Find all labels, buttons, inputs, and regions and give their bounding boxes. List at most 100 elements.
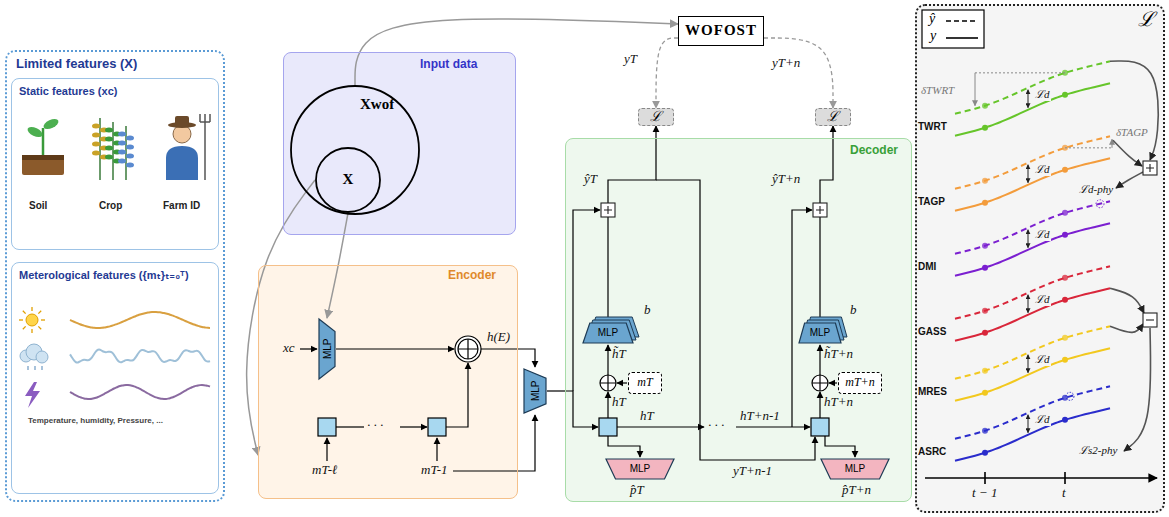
mlp-label: MLP: [529, 381, 541, 402]
target-dot: [1096, 200, 1104, 208]
panel-fill: [915, 4, 1165, 513]
pitchfork-icon: [200, 114, 210, 180]
signal-line: [481, 349, 535, 367]
sample-dot: [982, 330, 988, 336]
loss-curves: [922, 10, 1158, 484]
axis-label: t: [1062, 486, 1066, 501]
node-outline: [290, 85, 420, 215]
crop-icon: [105, 128, 113, 133]
crop-icon: [92, 151, 100, 156]
delta-guide: [975, 72, 1065, 73]
mlp-shape: [821, 459, 889, 479]
edge-label: yT: [624, 52, 637, 67]
offset-label: δTAGP: [1116, 126, 1148, 139]
true-series: [955, 348, 1110, 401]
static-features-box: Static features (xc)SoilCropFarm ID: [11, 78, 219, 250]
legend-sample: [946, 37, 978, 39]
sun-icon: [26, 314, 38, 326]
math-label: h̃T: [612, 347, 626, 362]
gru-cell: [811, 418, 829, 436]
mlp-block: MLP: [318, 318, 336, 380]
math-label: mT-ℓ: [312, 463, 337, 478]
distance-arrow: [1028, 165, 1029, 183]
sum-mark: [1146, 319, 1154, 320]
sample-dot: [982, 200, 988, 206]
soil-icon: [22, 155, 64, 160]
offset-label: δTWRT: [921, 84, 954, 97]
sample-dot: [1062, 395, 1068, 401]
mlp-block: MLP: [820, 458, 890, 480]
loss-term: ℒd: [1034, 293, 1051, 306]
crop-icon: [118, 132, 126, 137]
connector: [547, 390, 565, 391]
sample-dot: [982, 103, 988, 109]
plus-mark: [458, 339, 478, 359]
loss-term: ℒd-phy: [1078, 183, 1114, 196]
mlp-shape: [319, 319, 335, 379]
sum-mark: [816, 206, 824, 214]
cloud-icon: [36, 351, 48, 363]
panel-fill: [258, 265, 518, 499]
crop-icon: [118, 159, 126, 164]
physics-link: [1110, 288, 1144, 313]
signal-line: [617, 426, 704, 427]
signal-line: [336, 426, 364, 427]
lightning-icon: [25, 382, 40, 408]
target-dot: [1066, 392, 1074, 400]
variable-name: DMI: [918, 261, 936, 273]
sprout-icon: [42, 117, 60, 131]
distance-arrow: [1028, 295, 1029, 313]
set-circle: [291, 86, 419, 214]
signal-line: [736, 426, 810, 427]
plus-mark: [812, 375, 828, 391]
loss-symbol: ℒ: [827, 109, 839, 125]
math-label: hT: [612, 395, 626, 410]
sample-dot: [982, 125, 988, 131]
math-label: yT+n-1: [733, 464, 772, 479]
mlp-label: MLP: [321, 339, 333, 360]
signal-line: [565, 391, 598, 427]
concat-circle: [458, 339, 478, 359]
concat-symbol: [600, 375, 616, 391]
weather-series: [70, 350, 210, 363]
concat-symbol: [812, 375, 828, 391]
limited-feature-set: X: [315, 147, 381, 213]
signal-line: [573, 210, 600, 391]
loss-box: ℒ: [815, 108, 851, 126]
variable-name: TWRT: [918, 121, 947, 133]
signal-line: [400, 426, 427, 427]
signal-line: [300, 348, 317, 349]
loss-panel: ℒ: [915, 4, 1165, 513]
feature-panel: Limited features (X)Static features (xc)…: [5, 50, 225, 502]
physics-link: [1116, 172, 1143, 188]
crop-icon: [92, 124, 100, 129]
crop-icon: [105, 146, 113, 151]
sample-dot: [982, 243, 988, 249]
input-box: mT: [628, 372, 662, 394]
true-series: [955, 83, 1110, 136]
sample-dot: [1062, 210, 1068, 216]
signal-line: [829, 382, 837, 383]
panel-fill: [283, 52, 516, 235]
sum-symbol: [1143, 161, 1157, 175]
loss-term: ℒd: [1034, 88, 1051, 101]
box-title: Meterological features ({mₜ}ₜ₌₀ᵀ): [19, 269, 189, 282]
crop-icon: [118, 150, 126, 155]
sample-dot: [982, 390, 988, 396]
mlp-block: MLP: [523, 368, 547, 414]
gru-cell: [428, 418, 446, 436]
math-label: mT+n: [845, 376, 874, 390]
feature-icons: [19, 114, 210, 408]
sample-dot: [982, 265, 988, 271]
sample-dot: [982, 368, 988, 374]
sample-dot: [982, 308, 988, 314]
sun-ray: [31, 329, 32, 333]
signal-line: [792, 210, 812, 427]
math-label: p̂T+n: [842, 483, 871, 498]
physics-link: [1124, 328, 1151, 451]
math-label: b: [644, 303, 651, 318]
loss-term: ℒd: [1034, 353, 1051, 366]
sample-dot: [1062, 275, 1068, 281]
